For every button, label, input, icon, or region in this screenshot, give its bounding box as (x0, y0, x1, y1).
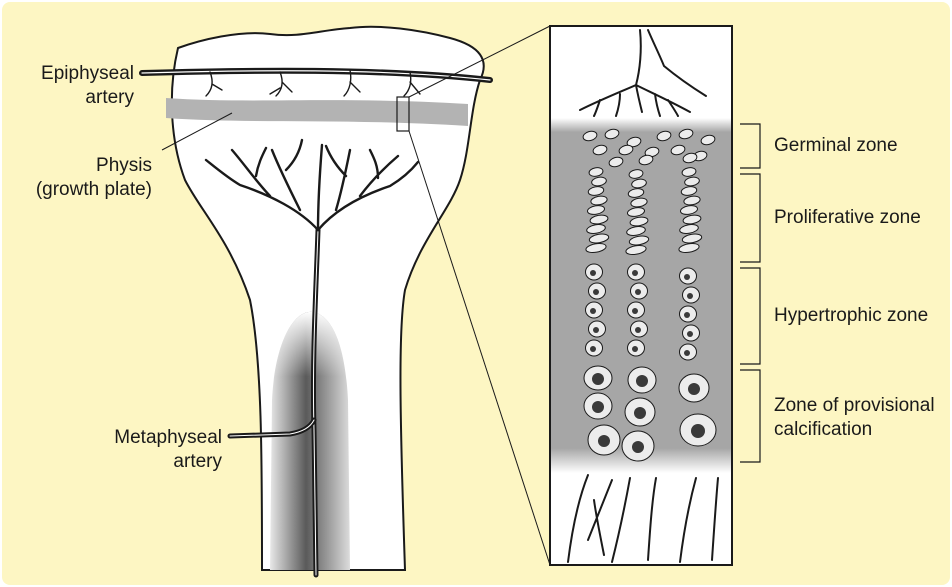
hypertrophic-nucleus (687, 331, 693, 337)
hypertrophic-nucleus (593, 327, 599, 333)
calcification-nucleus (632, 441, 644, 453)
germinal-zone-label: Germinal zone (774, 134, 898, 158)
calcification-nucleus (598, 435, 610, 447)
calcification-nucleus (636, 375, 648, 387)
hypertrophic-nucleus (590, 308, 596, 314)
calcification-nucleus (592, 401, 604, 413)
hypertrophic-nucleus (632, 270, 638, 276)
metaphysis-marrow (270, 312, 350, 570)
metaphyseal-artery-label: Metaphyseal artery (90, 426, 222, 474)
calcification-nucleus (634, 407, 646, 419)
physis-label: Physis (growth plate) (0, 154, 152, 202)
enlarged-growth-plate-panel (550, 26, 732, 565)
hypertrophic-nucleus (684, 312, 690, 318)
hypertrophic-nucleus (632, 346, 638, 352)
calcification-nucleus (691, 424, 705, 438)
hypertrophic-nucleus (684, 274, 690, 280)
hypertrophic-nucleus (687, 293, 693, 299)
epiphyseal-artery-label: Epiphyseal artery (22, 62, 134, 110)
hypertrophic-nucleus (593, 289, 599, 295)
hypertrophic-nucleus (632, 308, 638, 314)
hypertrophic-zone-label: Hypertrophic zone (774, 304, 928, 328)
calcification-nucleus (688, 383, 700, 395)
hypertrophic-nucleus (590, 270, 596, 276)
hypertrophic-nucleus (590, 346, 596, 352)
provisional-calcification-label: Zone of provisional calcification (774, 394, 935, 442)
hypertrophic-nucleus (684, 350, 690, 356)
calcification-nucleus (592, 373, 604, 385)
proliferative-zone-label: Proliferative zone (774, 206, 921, 230)
hypertrophic-nucleus (635, 327, 641, 333)
hypertrophic-nucleus (635, 289, 641, 295)
